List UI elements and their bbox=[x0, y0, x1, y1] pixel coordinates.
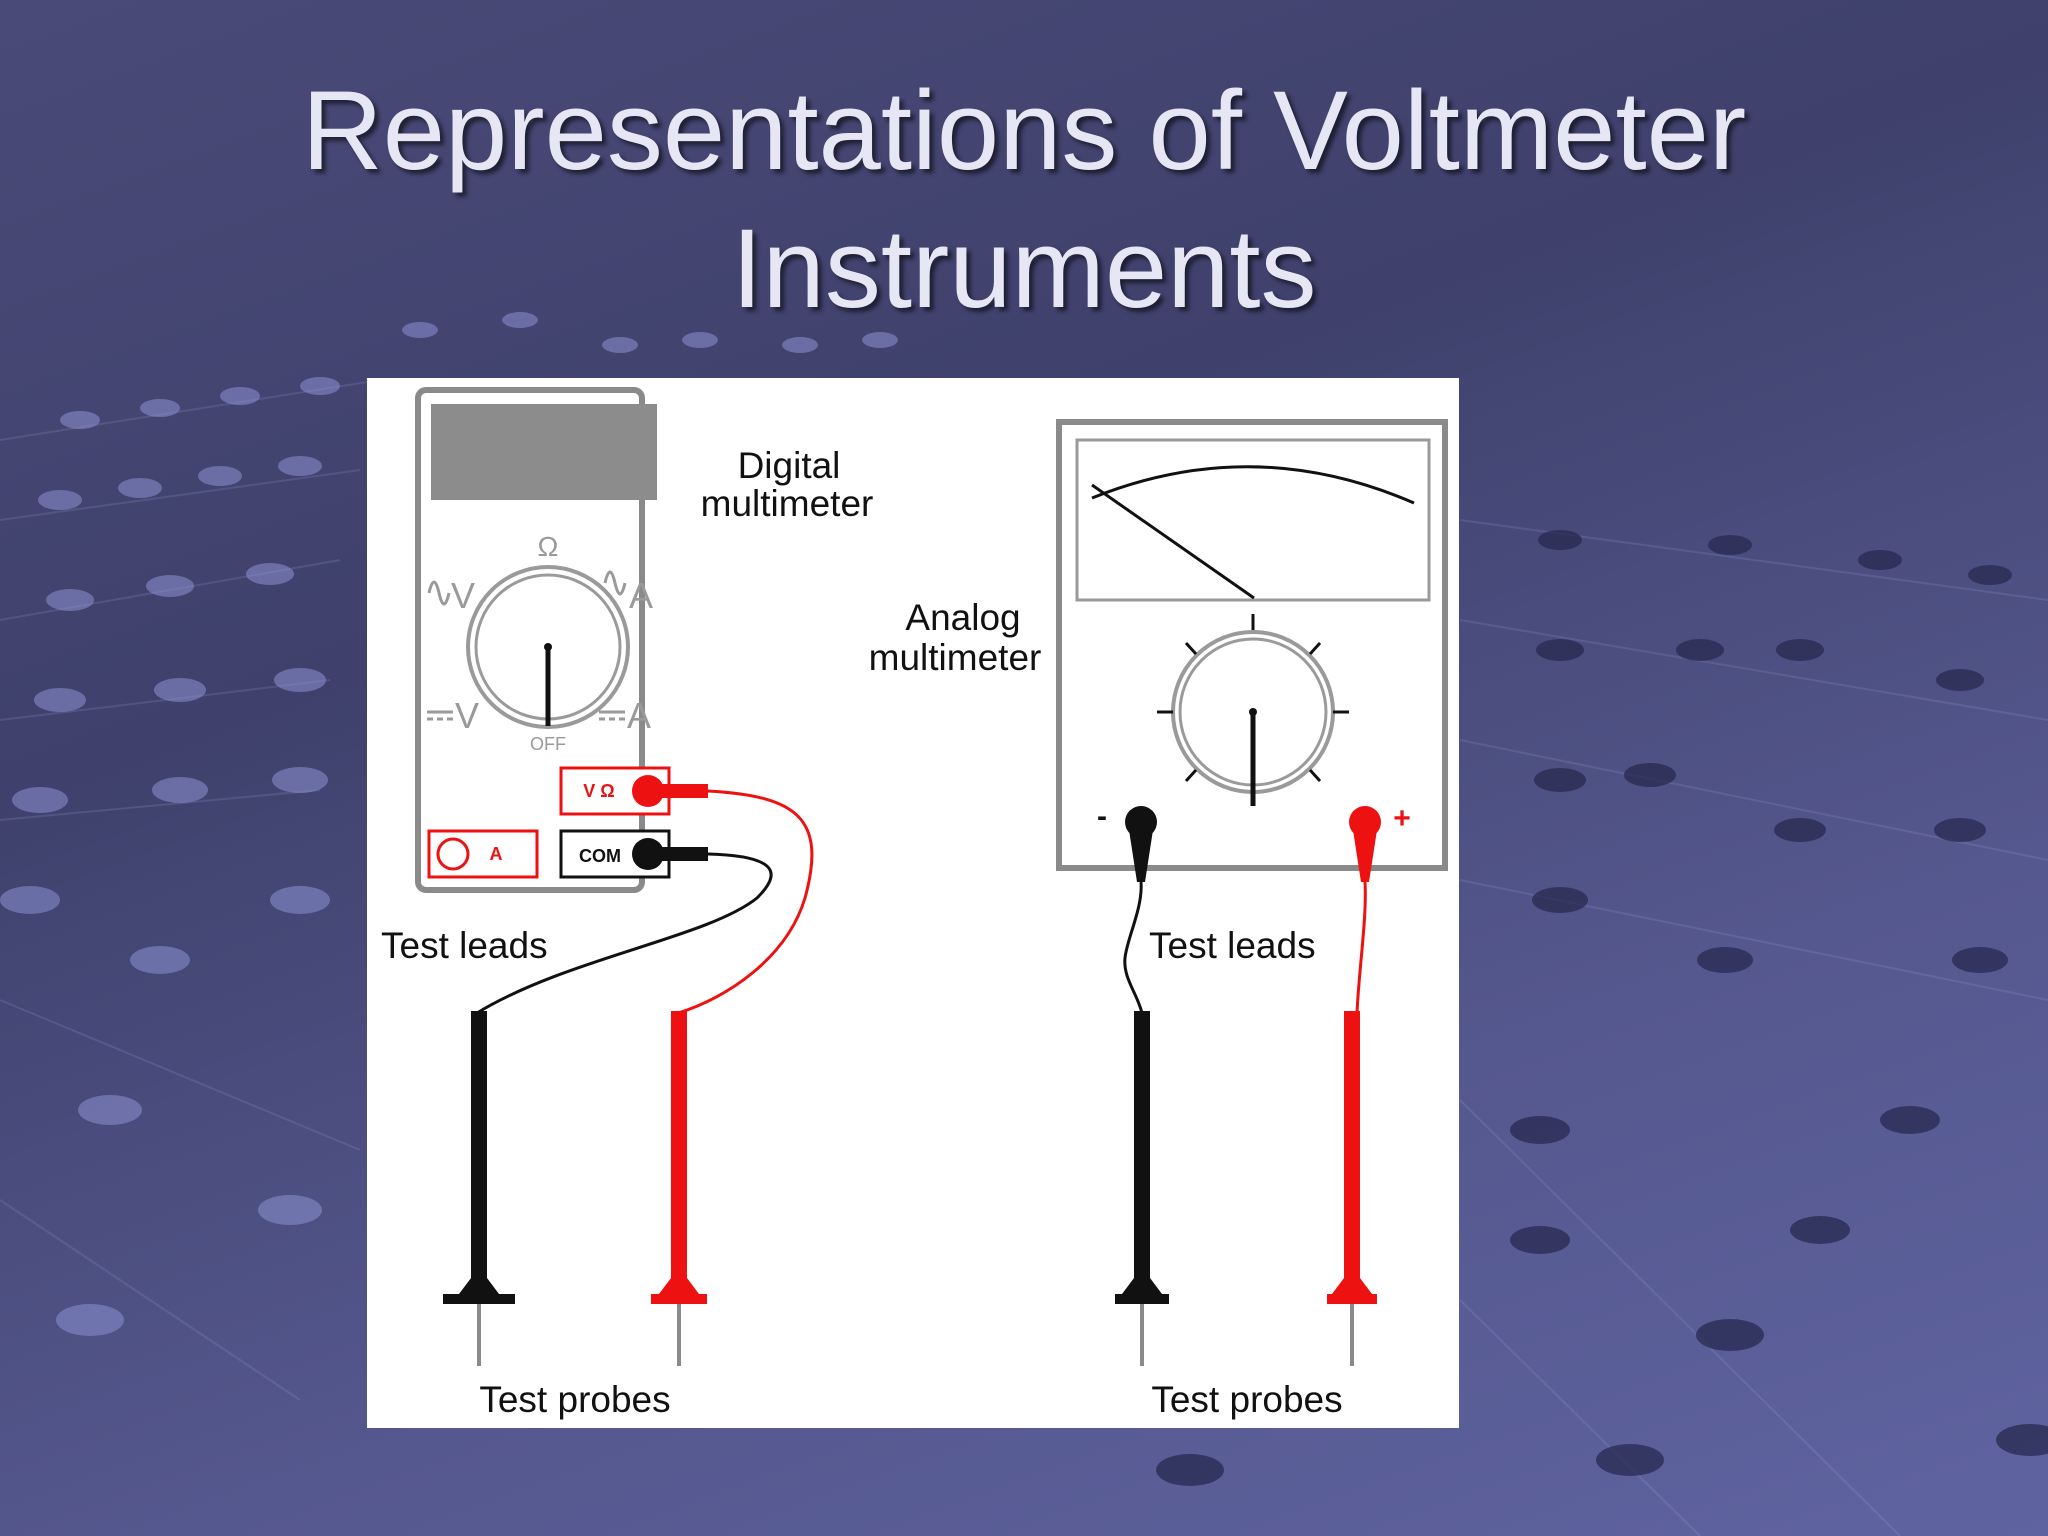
dmm-dcv-label: V bbox=[455, 695, 479, 736]
dmm-label-line-2: multimeter bbox=[701, 483, 874, 524]
amm-scale-arc bbox=[1091, 465, 1415, 505]
dmm-black-plug[interactable] bbox=[632, 838, 708, 870]
dmm-display bbox=[431, 404, 657, 500]
voltmeter-diagram: Ω V A V A OFF V Ω A COM bbox=[367, 378, 1459, 1428]
dmm-com-jack-label: COM bbox=[579, 846, 621, 866]
dmm-red-lead-wire bbox=[677, 789, 814, 1015]
dmm-black-lead-wire bbox=[476, 852, 773, 1015]
amm-negative-plug[interactable] bbox=[1125, 806, 1157, 882]
amm-black-probe[interactable] bbox=[1115, 1011, 1169, 1366]
amm-label-line-2: multimeter bbox=[869, 637, 1042, 678]
slide-title: Representations of Voltmeter Instruments bbox=[0, 62, 2048, 338]
ac-wave-icon bbox=[603, 570, 627, 596]
amm-red-probe[interactable] bbox=[1327, 1011, 1377, 1366]
dmm-red-probe[interactable] bbox=[651, 1011, 707, 1366]
amm-knob-ticks bbox=[1157, 614, 1349, 783]
dmm-dial-outer bbox=[466, 565, 630, 729]
dmm-amp-jack[interactable] bbox=[427, 829, 539, 879]
dmm-amp-jack-label: A bbox=[490, 844, 503, 864]
slide-title-line-2: Instruments bbox=[731, 206, 1317, 331]
ac-wave-icon bbox=[427, 580, 451, 606]
dmm-amp-jack-socket bbox=[436, 837, 470, 871]
dmm-black-probe[interactable] bbox=[443, 1011, 515, 1366]
dmm-acv-label: V bbox=[451, 575, 475, 616]
amm-test-probes-label: Test probes bbox=[1151, 1379, 1342, 1420]
amm-negative-label: - bbox=[1097, 800, 1107, 833]
analog-multimeter: - + Analog multimeter Test leads bbox=[869, 419, 1448, 1420]
dmm-red-plug[interactable] bbox=[632, 775, 708, 807]
dc-symbol-icon bbox=[427, 710, 453, 721]
amm-scale-window bbox=[1075, 438, 1431, 602]
amm-black-lead-wire bbox=[1123, 881, 1144, 1014]
dmm-test-leads-label: Test leads bbox=[381, 925, 548, 966]
amm-positive-label: + bbox=[1393, 802, 1411, 835]
dmm-volt-ohm-jack-label: V Ω bbox=[583, 781, 614, 801]
dmm-dca-label: A bbox=[627, 695, 651, 736]
amm-knob-hub bbox=[1249, 708, 1257, 716]
amm-positive-plug[interactable] bbox=[1349, 806, 1381, 882]
amm-needle bbox=[1091, 483, 1255, 600]
amm-red-lead-wire bbox=[1355, 881, 1367, 1014]
dmm-off-label: OFF bbox=[530, 734, 566, 754]
dmm-label-line-1: Digital bbox=[738, 445, 841, 486]
digital-multimeter: Ω V A V A OFF V Ω A COM bbox=[381, 387, 874, 1420]
dmm-ohm-label: Ω bbox=[538, 531, 559, 562]
dmm-body bbox=[415, 387, 645, 893]
dmm-test-probes-label: Test probes bbox=[479, 1379, 670, 1420]
amm-test-leads-label: Test leads bbox=[1149, 925, 1316, 966]
dc-symbol-icon bbox=[599, 710, 625, 721]
voltmeter-diagram-svg: Ω V A V A OFF V Ω A COM bbox=[381, 387, 1448, 1420]
slide-title-line-1: Representations of Voltmeter bbox=[301, 68, 1747, 193]
dmm-dial-hub bbox=[544, 643, 552, 651]
amm-label-line-1: Analog bbox=[905, 597, 1020, 638]
dmm-aca-label: A bbox=[629, 575, 653, 616]
